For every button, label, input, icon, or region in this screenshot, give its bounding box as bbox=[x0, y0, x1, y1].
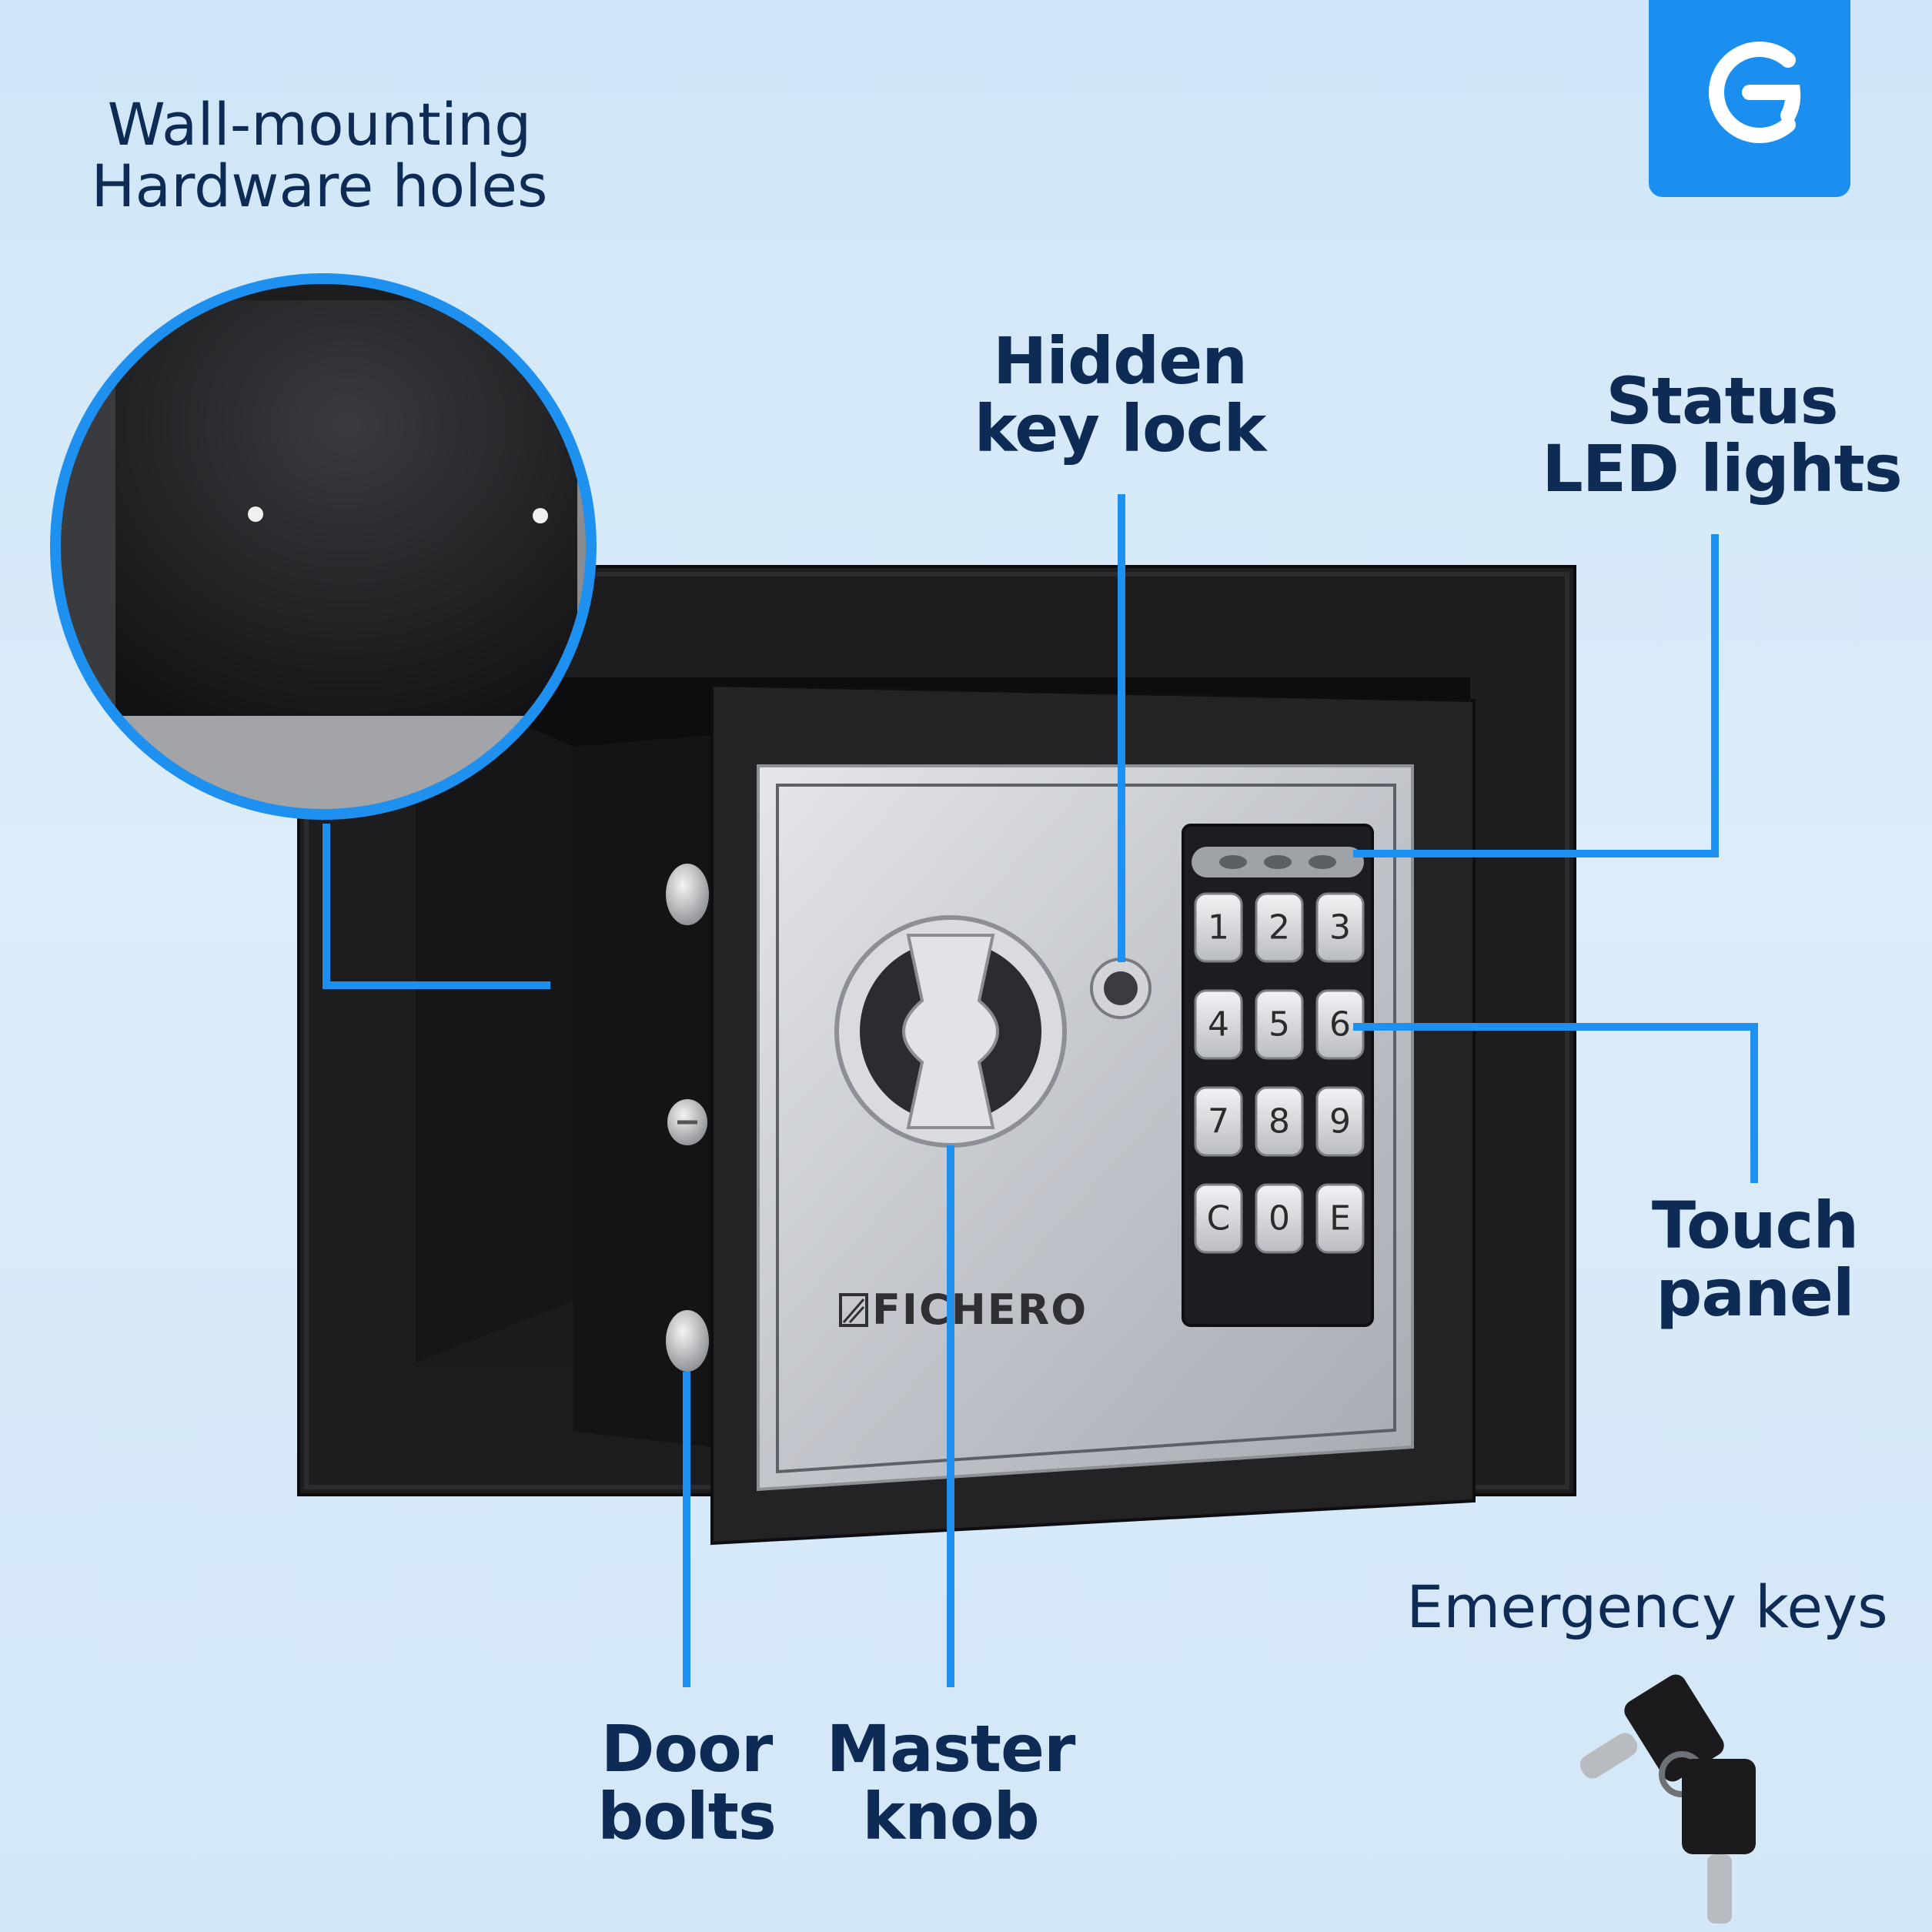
brand-name: FICHERO bbox=[872, 1285, 1088, 1334]
callout-line-led-vertical bbox=[1711, 534, 1719, 857]
master-knob bbox=[834, 915, 1067, 1148]
callout-line-wall-vertical bbox=[323, 824, 330, 989]
keypad-key bbox=[1255, 1086, 1304, 1157]
keypad-key-label: 8 bbox=[1269, 1102, 1290, 1141]
keypad-key bbox=[1315, 1183, 1365, 1254]
keypad-key-label: 4 bbox=[1208, 1005, 1229, 1045]
keypad-key-label: 5 bbox=[1269, 1005, 1290, 1045]
keypad-key bbox=[1255, 892, 1304, 963]
hidden-key-lock bbox=[1090, 958, 1152, 1019]
keypad-key bbox=[1194, 1086, 1243, 1157]
keypad-key-label: 7 bbox=[1208, 1102, 1229, 1141]
keypad-key-label: E bbox=[1329, 1199, 1351, 1238]
keypad-key bbox=[1255, 989, 1304, 1060]
callout-line-master-knob bbox=[947, 1145, 954, 1687]
label-touch-panel: Touch panel bbox=[1651, 1188, 1859, 1332]
keypad-key bbox=[1194, 892, 1243, 963]
label-door-bolts: Door bolts bbox=[597, 1711, 777, 1855]
wall-mount-inset bbox=[50, 273, 597, 820]
keypad-key-label: 3 bbox=[1329, 908, 1351, 948]
callout-line-door-bolts bbox=[683, 1372, 690, 1687]
keypad-key bbox=[1194, 989, 1243, 1060]
callout-line-touch-vertical bbox=[1750, 1023, 1758, 1183]
brand-logo bbox=[1649, 0, 1850, 197]
keypad-key bbox=[1194, 1183, 1243, 1254]
keypad-key-label: 1 bbox=[1208, 908, 1229, 948]
callout-line-led-horizontal bbox=[1353, 850, 1719, 857]
mounting-hole bbox=[248, 506, 263, 522]
brand-mark bbox=[839, 1293, 868, 1327]
keypad-key-label: 6 bbox=[1329, 1005, 1351, 1045]
keypad-key-label: C bbox=[1207, 1199, 1231, 1238]
key-icon bbox=[1579, 1674, 1756, 1924]
label-master-knob: Master knob bbox=[826, 1711, 1076, 1855]
keypad-key bbox=[1255, 1183, 1304, 1254]
keypad-key-label: 0 bbox=[1269, 1199, 1290, 1238]
label-emergency-keys: Emergency keys bbox=[1406, 1573, 1888, 1641]
callout-line-wall-horizontal bbox=[323, 981, 550, 989]
callout-line-key-lock bbox=[1118, 494, 1125, 962]
keypad-key-label: 2 bbox=[1269, 908, 1290, 948]
keypad-key-label: 9 bbox=[1329, 1102, 1351, 1141]
callout-line-touch-horizontal bbox=[1353, 1023, 1758, 1031]
keypad-key bbox=[1315, 892, 1365, 963]
keypad-key bbox=[1315, 1086, 1365, 1157]
door-bolts bbox=[666, 864, 709, 1372]
brand-logo-icon bbox=[1708, 42, 1801, 143]
mounting-hole bbox=[533, 508, 548, 523]
label-wall-mounting: Wall-mounting Hardware holes bbox=[91, 90, 548, 220]
label-hidden-key-lock: Hidden key lock bbox=[974, 323, 1267, 467]
label-status-led: Status LED lights bbox=[1542, 363, 1903, 507]
